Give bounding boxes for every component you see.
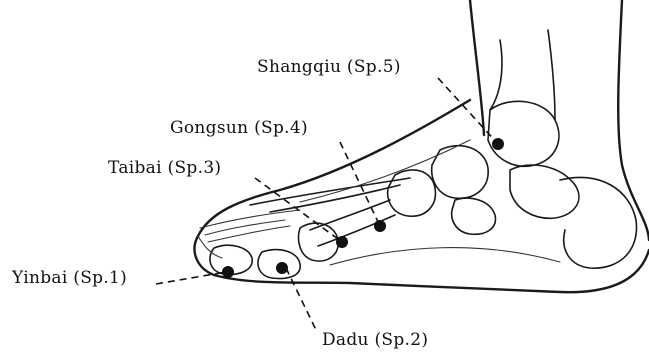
toe-line-1 [205,220,285,235]
cuboid-bone [452,198,496,234]
point-sp1 [222,266,234,278]
heel-bone [560,177,637,268]
point-sp5 [492,138,504,150]
tibia-end [490,40,502,110]
toe-line-2 [208,226,290,242]
label-dadu: Dadu (Sp.2) [322,330,428,350]
label-gongsun: Gongsun (Sp.4) [170,118,308,138]
label-shangqiu: Shangqiu (Sp.5) [257,57,401,77]
cuneiform-bone [388,170,436,216]
label-yinbai: Yinbai (Sp.1) [12,268,127,288]
point-sp2 [276,262,288,274]
metatarsal-head [299,223,339,261]
point-sp3 [336,236,348,248]
point-sp4 [374,220,386,232]
calcaneus-bone [510,165,579,218]
metatarsal-2 [270,185,400,212]
tendon-line [300,140,470,202]
leader-sp5 [438,78,498,144]
leader-sp1 [156,272,226,284]
talus-bone [488,101,559,166]
label-taibai: Taibai (Sp.3) [108,158,221,178]
leg-back-outline [618,0,649,240]
sole-arch [330,248,560,265]
fibula-end [548,30,555,120]
